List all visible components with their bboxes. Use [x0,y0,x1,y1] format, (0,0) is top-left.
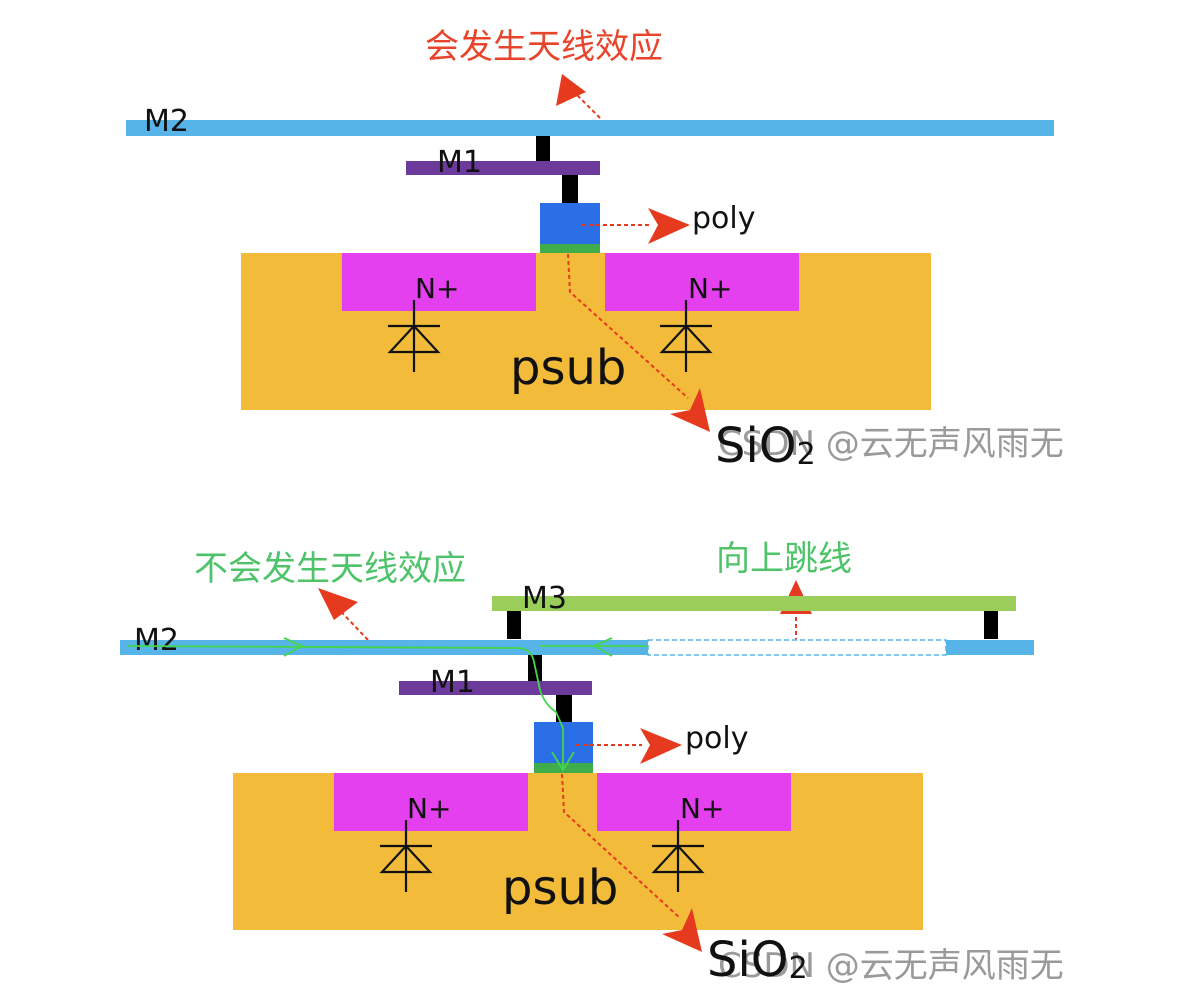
bottom-m1-bar [399,681,592,695]
top-m2-label: M2 [144,104,189,139]
bottom-nplus-right [597,773,791,831]
bottom-oxide-label-sub: 2 [789,951,808,986]
bottom-via-m1-poly [556,695,572,723]
bottom-oxide-arrowhead [662,908,702,952]
top-via-m2-m1 [536,136,550,162]
top-poly-arrowhead [648,208,690,244]
top-annotation-arrowhead [556,74,586,106]
bottom-m2-bar-right [946,640,1034,655]
top-diode-right-icon [659,300,713,372]
top-psub-label: psub [510,340,626,396]
top-nplus-left-label: N+ [415,272,459,305]
top-oxide-label-main: SiO [715,418,797,474]
bottom-diagram: 不会发生天线效应 向上跳线 M3 M2 M1 poly [120,539,1064,988]
top-diode-left-icon [387,300,441,372]
top-diagram: 会发生天线效应 M2 M1 poly N+ N+ [126,27,1064,474]
top-oxide-label: SiO2 [715,418,816,474]
bottom-psub-label: psub [502,860,618,916]
bottom-via-m3-m2-left [507,611,521,639]
top-oxide-arrowhead [670,388,710,432]
bottom-poly-label: poly [685,721,749,756]
bottom-annotation-left: 不会发生天线效应 [194,549,466,589]
bottom-watermark: CSDN @云无声风雨无 [718,946,1064,986]
bottom-m2-gap [647,639,947,656]
bottom-nplus-left [334,773,528,831]
top-nplus-left [342,253,536,311]
bottom-via-m3-m2-right [984,611,998,639]
bottom-oxide-arrow [561,773,681,919]
top-via-m1-poly [562,175,578,204]
bottom-m2-label: M2 [134,623,179,658]
top-annotation: 会发生天线效应 [425,27,663,67]
top-m1-bar [406,161,600,175]
bottom-poly-arrowhead [640,728,682,764]
bottom-current-chevron-2 [591,637,613,657]
top-nplus-right [605,253,799,311]
top-watermark: CSDN @云无声风雨无 [718,424,1064,464]
bottom-annotation-right: 向上跳线 [716,539,852,579]
bottom-current-chevron-3 [551,751,575,772]
bottom-m3-bar [492,596,1016,611]
bottom-m3-label: M3 [522,581,567,616]
bottom-nplus-left-label: N+ [407,792,451,825]
top-m2-bar [126,120,1054,136]
top-nplus-right-label: N+ [688,272,732,305]
top-oxide-arrow [567,253,689,399]
bottom-current-chevron-1 [283,637,305,657]
bottom-left-arrowhead [318,588,358,620]
bottom-current-path [127,645,564,770]
bottom-m1-label: M1 [430,665,475,700]
top-m1-label: M1 [437,145,482,180]
top-poly-label: poly [692,201,756,236]
top-gate-oxide [540,244,600,254]
bottom-oxide-label-main: SiO [707,932,789,988]
top-oxide-label-sub: 2 [797,437,816,472]
bottom-diode-left-icon [379,820,433,892]
bottom-nplus-right-label: N+ [680,792,724,825]
bottom-oxide-label: SiO2 [707,932,808,988]
bottom-diode-right-icon [651,820,705,892]
